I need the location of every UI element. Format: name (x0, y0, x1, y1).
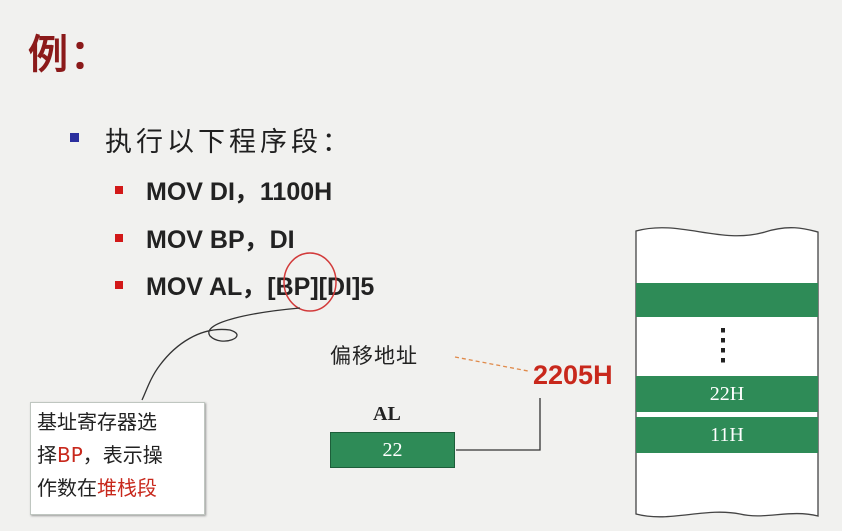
note-highlight: 堆栈段 (97, 476, 157, 500)
note-highlight: BP (57, 443, 83, 467)
memory-cell: 22H (636, 376, 818, 412)
register-box: 22 (330, 432, 455, 468)
highlight-circle (283, 252, 337, 312)
bullet-square-icon (115, 234, 123, 242)
bullet-square-icon (70, 133, 79, 142)
note-text: 作数在 (37, 476, 97, 500)
vertical-ellipsis-icon (721, 328, 725, 368)
register-label: AL (373, 403, 401, 425)
note-text: 择 (37, 443, 57, 467)
memory-column-outline (635, 227, 819, 518)
code-line-2: MOV BP，DI (146, 226, 295, 254)
al-connector-line (456, 398, 541, 451)
main-item-text: 执行以下程序段： (105, 127, 353, 158)
code-line-1: MOV DI，1100H (146, 178, 333, 206)
pointer-curve (141, 307, 301, 401)
note-line: 基址寄存器选 (37, 410, 157, 434)
note-text: ，表示操 (82, 443, 163, 467)
effective-address: 2205H (533, 360, 613, 390)
note-line: 择BP，表示操 (37, 439, 198, 472)
annotation-note: 基址寄存器选 择BP，表示操 作数在堆栈段 (30, 402, 205, 515)
slide-title: 例： (28, 32, 112, 78)
note-line: 作数在堆栈段 (37, 472, 198, 505)
memory-cell: 11H (636, 417, 818, 453)
offset-address-label: 偏移地址 (330, 344, 418, 368)
offset-dashed-line (454, 356, 529, 372)
bullet-square-icon (115, 186, 123, 194)
memory-cell (636, 283, 818, 317)
bullet-square-icon (115, 281, 123, 289)
